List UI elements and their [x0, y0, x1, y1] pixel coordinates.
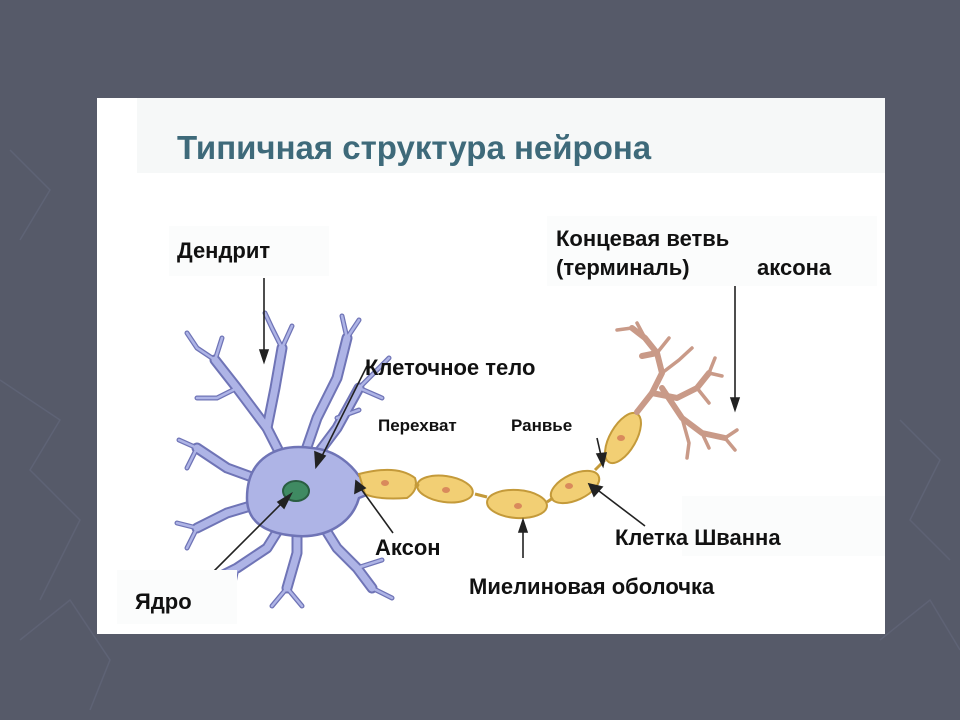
label-terminal-line1: Концевая ветвь [556, 226, 730, 251]
label-nucleus: Ядро [135, 589, 192, 614]
label-node-ranvier-2: Ранвье [511, 416, 573, 435]
neuron-diagram [117, 98, 885, 624]
label-node-ranvier-1: Перехват [378, 416, 457, 435]
label-backgrounds [117, 216, 885, 624]
label-myelin-sheath: Миелиновая оболочка [469, 574, 715, 599]
label-dendrite: Дендрит [177, 238, 271, 263]
axon-terminal [615, 321, 739, 460]
diagram-card: Типичная структура нейрона Дендрит Конце… [97, 98, 885, 634]
label-terminal-line2b: аксона [757, 255, 832, 280]
label-axon: Аксон [375, 535, 441, 560]
label-cell-body: Клеточное тело [365, 355, 536, 380]
axon-nodes [414, 458, 607, 504]
page-title: Типичная структура нейрона [177, 129, 652, 166]
title-band [137, 98, 885, 173]
label-terminal-line2: (терминаль) [556, 255, 690, 280]
schwann-nuclei [381, 435, 625, 509]
label-schwann-cell: Клетка Шванна [615, 525, 781, 550]
